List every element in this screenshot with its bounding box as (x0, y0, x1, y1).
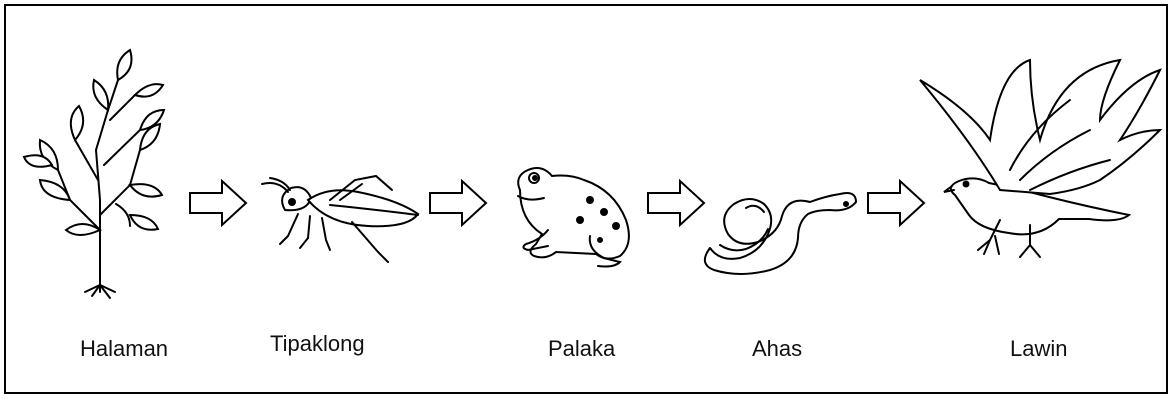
arrow-1 (189, 178, 248, 228)
plant-icon (22, 48, 166, 299)
organism-label-palaka: Palaka (548, 336, 616, 361)
arrow-2 (429, 178, 488, 228)
organism-label-lawin: Lawin (1010, 336, 1068, 361)
frog-icon (517, 167, 630, 268)
hawk-icon (919, 58, 1163, 258)
arrow-4 (867, 178, 926, 228)
organism-label-ahas: Ahas (752, 336, 803, 361)
snake-icon (703, 192, 858, 275)
organism-label-halaman: Halaman (80, 336, 169, 361)
arrow-3 (647, 178, 706, 228)
grasshopper-icon (261, 174, 420, 263)
organism-label-tipaklong: Tipaklong (270, 331, 365, 356)
